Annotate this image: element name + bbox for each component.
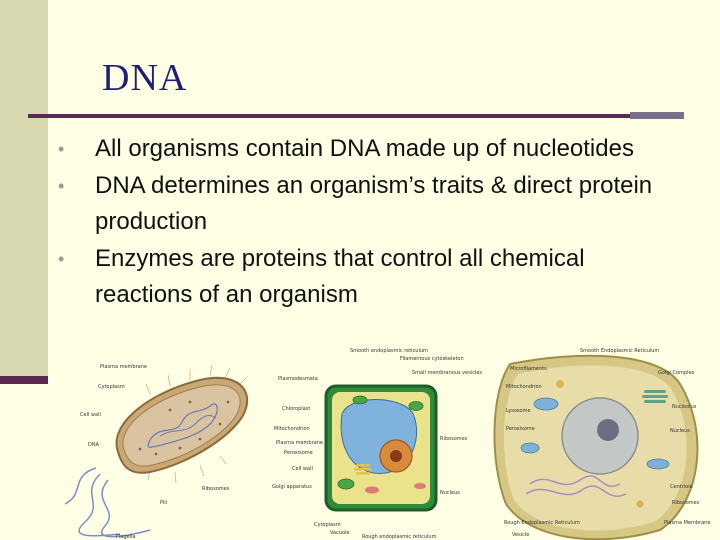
label-flagella: Flagella bbox=[116, 534, 135, 540]
golgi-complex bbox=[642, 390, 668, 403]
label-chloroplast: Chloroplast bbox=[282, 406, 310, 412]
label-nucleolus: Nucleolus bbox=[672, 404, 697, 410]
label-vesicle: Vesicle bbox=[512, 532, 529, 538]
ribosomes bbox=[138, 400, 230, 456]
label-cytoplasm: Cytoplasm bbox=[314, 522, 341, 528]
label-cell-wall: Cell wall bbox=[80, 412, 101, 418]
plant-cell-diagram: Smooth endoplasmic reticulum Filamentous… bbox=[272, 348, 482, 540]
bullet-text: All organisms contain DNA made up of nuc… bbox=[95, 135, 634, 162]
rough-er bbox=[525, 475, 627, 497]
animal-cell-diagram: Smooth Endoplasmic Reticulum Microfilame… bbox=[493, 348, 710, 540]
nucleolus bbox=[390, 450, 402, 462]
mitochondria bbox=[365, 483, 426, 494]
bullet-icon: • bbox=[58, 175, 65, 196]
label-peroxisome: Peroxisome bbox=[506, 426, 535, 432]
left-accent-band-cap bbox=[0, 376, 48, 384]
label-vacuole: Vacuole bbox=[330, 530, 350, 536]
label-nucleus: Nucleus bbox=[670, 428, 690, 434]
chloroplasts bbox=[337, 395, 424, 490]
dna-nucleoid bbox=[147, 403, 218, 448]
bullet-item: • DNA determines an organism’s traits & d… bbox=[36, 168, 686, 241]
left-accent-band bbox=[0, 0, 48, 384]
label-smooth-er: Smooth endoplasmic reticulum bbox=[350, 348, 428, 354]
label-mitochondrion: Mitochondrion bbox=[506, 384, 542, 390]
label-ribosomes: Ribosomes bbox=[672, 500, 700, 506]
label-plasma-membrane: Plasma membrane bbox=[276, 440, 323, 446]
label-microfilaments: Microfilaments bbox=[510, 366, 547, 372]
bullet-text: DNA determines an organism’s traits & di… bbox=[95, 171, 653, 236]
label-plasmodesmata: Plasmodesmata bbox=[278, 376, 318, 382]
label-ribosomes: Ribosomes bbox=[440, 436, 468, 442]
bullet-list: • All organisms contain DNA made up of nu… bbox=[36, 131, 686, 314]
label-golgi: Golgi Complex bbox=[658, 370, 694, 376]
label-cytoplasm: Cytoplasm bbox=[98, 384, 125, 390]
golgi-apparatus bbox=[354, 464, 372, 475]
nucleolus bbox=[597, 419, 619, 441]
label-pili: Pili bbox=[160, 500, 167, 506]
label-plasma-membrane: Plasma Membrane bbox=[664, 520, 710, 526]
lysosomes bbox=[556, 380, 644, 508]
bullet-text: Enzymes are proteins that control all ch… bbox=[95, 244, 585, 309]
title-divider bbox=[28, 114, 682, 118]
label-lysosome: Lysosome bbox=[506, 408, 531, 414]
label-dna: DNA bbox=[88, 442, 100, 448]
bullet-icon: • bbox=[58, 139, 65, 159]
label-ribosomes: Ribosomes bbox=[202, 486, 230, 492]
label-rough-er: Rough endoplasmic reticulum bbox=[362, 534, 437, 540]
flagellum bbox=[78, 473, 121, 537]
label-smooth-er: Smooth Endoplasmic Reticulum bbox=[580, 348, 659, 354]
label-mitochondrion: Mitochondrion bbox=[274, 426, 310, 432]
label-centriole: Centriole bbox=[670, 484, 693, 490]
label-vesicles: Small membranous vesicles bbox=[412, 370, 482, 376]
label-cell-wall: Cell wall bbox=[292, 466, 313, 472]
flagellum bbox=[101, 479, 151, 538]
label-cytoskeleton: Filamentous cytoskeleton bbox=[400, 356, 464, 362]
label-plasma-membrane: Plasma membrane bbox=[100, 364, 147, 370]
prokaryote-diagram: Plasma membrane Cytoplasm Cell wall DNA … bbox=[64, 364, 249, 540]
bullet-icon: • bbox=[58, 248, 65, 269]
bullet-item: • Enzymes are proteins that control all c… bbox=[36, 241, 686, 314]
slide-title: DNA bbox=[102, 57, 188, 99]
title-divider-accent bbox=[630, 112, 684, 119]
label-rough-er: Rough Endoplasmic Reticulum bbox=[504, 520, 580, 526]
dna-strand bbox=[159, 415, 217, 437]
plasma-membrane bbox=[122, 384, 241, 467]
bullet-item: • All organisms contain DNA made up of nu… bbox=[36, 131, 686, 168]
cell-illustrations: Plasma membrane Cytoplasm Cell wall DNA … bbox=[64, 348, 710, 540]
flagellum bbox=[64, 467, 97, 505]
label-golgi: Golgi apparatus bbox=[272, 484, 312, 490]
label-peroxisome: Peroxisome bbox=[284, 450, 313, 456]
label-nucleus: Nucleus bbox=[440, 490, 460, 496]
mitochondria bbox=[520, 397, 670, 470]
